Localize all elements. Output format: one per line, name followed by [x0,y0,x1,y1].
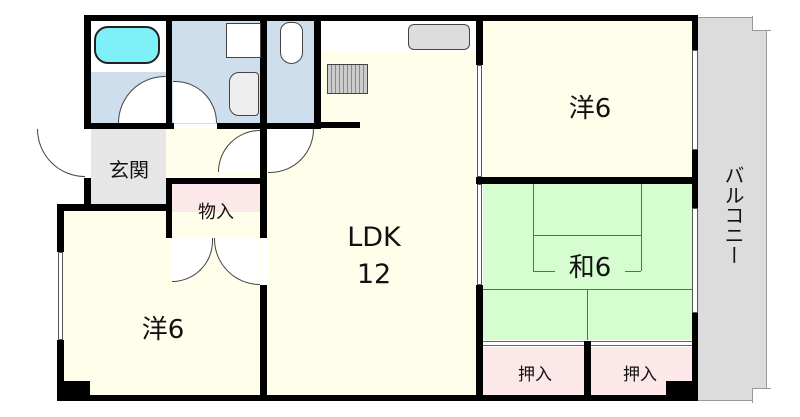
stove-icon [327,64,368,94]
wall-closet-divider [584,341,591,401]
balcony [697,17,767,401]
room-label-japanese: 和6 [555,247,625,284]
tatami-line [533,235,641,236]
wall-washroom-bottom [217,123,317,129]
wall-left-entrance [84,178,91,206]
washbasin-icon [229,72,259,116]
wall-ne-tatami [476,177,698,184]
room-label-entrance: 玄関 [109,158,149,182]
wall-kitchen-stub [314,122,360,128]
wall-toilet-kitchen [314,15,321,129]
ldk-floor-lower [268,125,476,396]
sliding-door-ldk-ne[interactable] [477,65,482,177]
front-door[interactable] [37,129,85,177]
wall-ldk-left-lower [260,285,267,401]
wall-right-lower [692,313,698,401]
tatami-line [533,184,534,271]
washing-machine-pan-icon [226,23,261,58]
wall-storage-top [166,178,266,184]
wall-top [84,15,698,21]
western-room-ne-floor [483,21,693,177]
wall-sw-top [57,204,169,211]
tatami-line [641,184,642,271]
window-sw[interactable] [58,252,63,340]
balcony-label: バルコニー [721,165,745,265]
wall-bath-bottom [84,123,174,129]
wall-washroom-toilet [260,15,267,129]
room-label-storage: 物入 [198,202,234,223]
entrance-floor [91,129,166,205]
room-label-western-ne: 洋6 [568,94,612,124]
pillar-sw [57,381,90,401]
window-ne[interactable] [692,50,698,150]
kitchen-sink-icon [408,24,470,50]
wall-left-sw-upper [57,204,64,252]
wall-ldk-east-top [476,15,483,65]
sliding-door-ldk-tatami[interactable] [477,184,482,285]
room-label-ldk-size: 12 [356,259,392,290]
closet-left-floor [483,347,584,395]
room-label-closet-left: 押入 [518,365,552,385]
wall-left-sw-lower [57,340,64,401]
wall-left-bath [84,15,91,129]
tatami-line [587,289,588,340]
wall-ldk-east-bottom [476,285,483,401]
balcony-notch-top [752,16,771,31]
ldk-floor-kitchen-left [321,96,381,126]
wall-ldk-left-upper [260,128,267,238]
room-label-western-sw: 洋6 [141,315,185,345]
balcony-notch-bottom [752,388,771,403]
tatami-line [483,289,693,290]
wall-right-upper [692,15,698,50]
room-label-closet-right: 押入 [623,365,657,385]
window-tatami[interactable] [692,208,698,313]
pillar-se [666,381,698,401]
wall-bath-washroom [166,15,172,129]
room-label-ldk: LDK [347,222,401,253]
toilet-icon [280,22,303,64]
wall-bottom [57,395,698,401]
wall-storage-left [166,178,172,238]
bathtub-icon [94,26,160,64]
